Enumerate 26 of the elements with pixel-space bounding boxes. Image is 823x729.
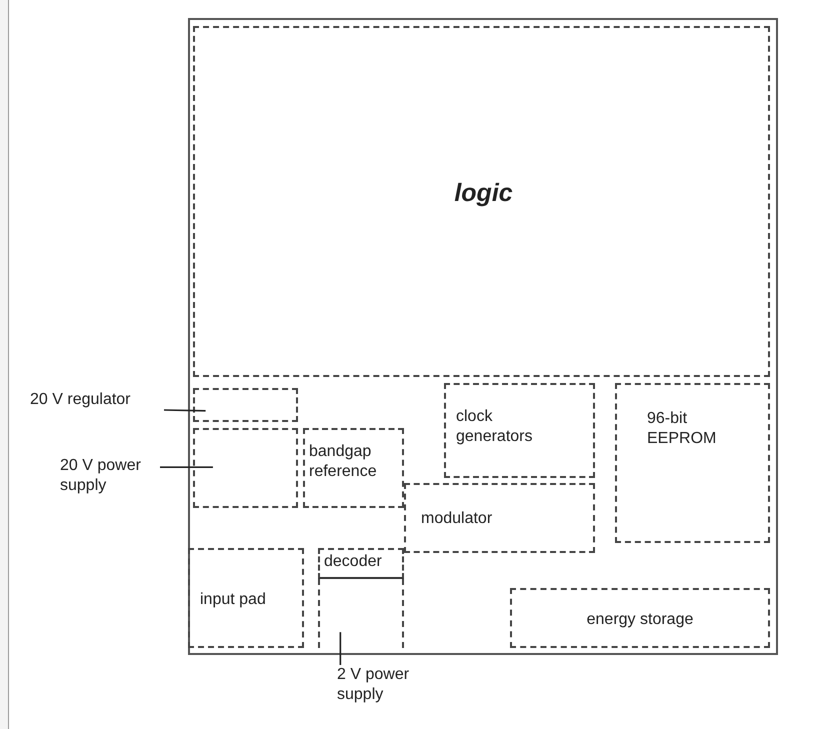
part-label: 2 V power supply: [337, 665, 447, 705]
leader-line: [164, 409, 206, 412]
block-label: clock generators: [456, 407, 534, 447]
leader-line: [340, 632, 342, 665]
block-label: bandgap reference: [309, 442, 378, 482]
circuit-block: [510, 588, 770, 648]
chip-outline: [188, 18, 778, 655]
circuit-block: [404, 483, 595, 553]
part-label: 20 V power supply: [60, 456, 160, 496]
block-label: decoder: [324, 552, 383, 572]
block-label: energy storage: [586, 610, 694, 630]
part-label: 20 V regulator: [30, 390, 164, 410]
block-label: modulator: [421, 509, 494, 529]
circuit-block: [318, 579, 404, 648]
block-label: input pad: [200, 590, 267, 610]
circuit-block: [444, 383, 595, 478]
block-label: 96-bit EEPROM: [647, 409, 718, 449]
circuit-block: [193, 26, 770, 377]
leader-line: [160, 466, 213, 468]
circuit-block: [188, 548, 304, 648]
block-name: logic: [453, 178, 514, 208]
circuit-block: [303, 428, 404, 508]
circuit-block: [318, 548, 404, 579]
circuit-block: [193, 428, 298, 508]
circuit-block: [193, 388, 298, 422]
circuit-block: [615, 383, 770, 543]
